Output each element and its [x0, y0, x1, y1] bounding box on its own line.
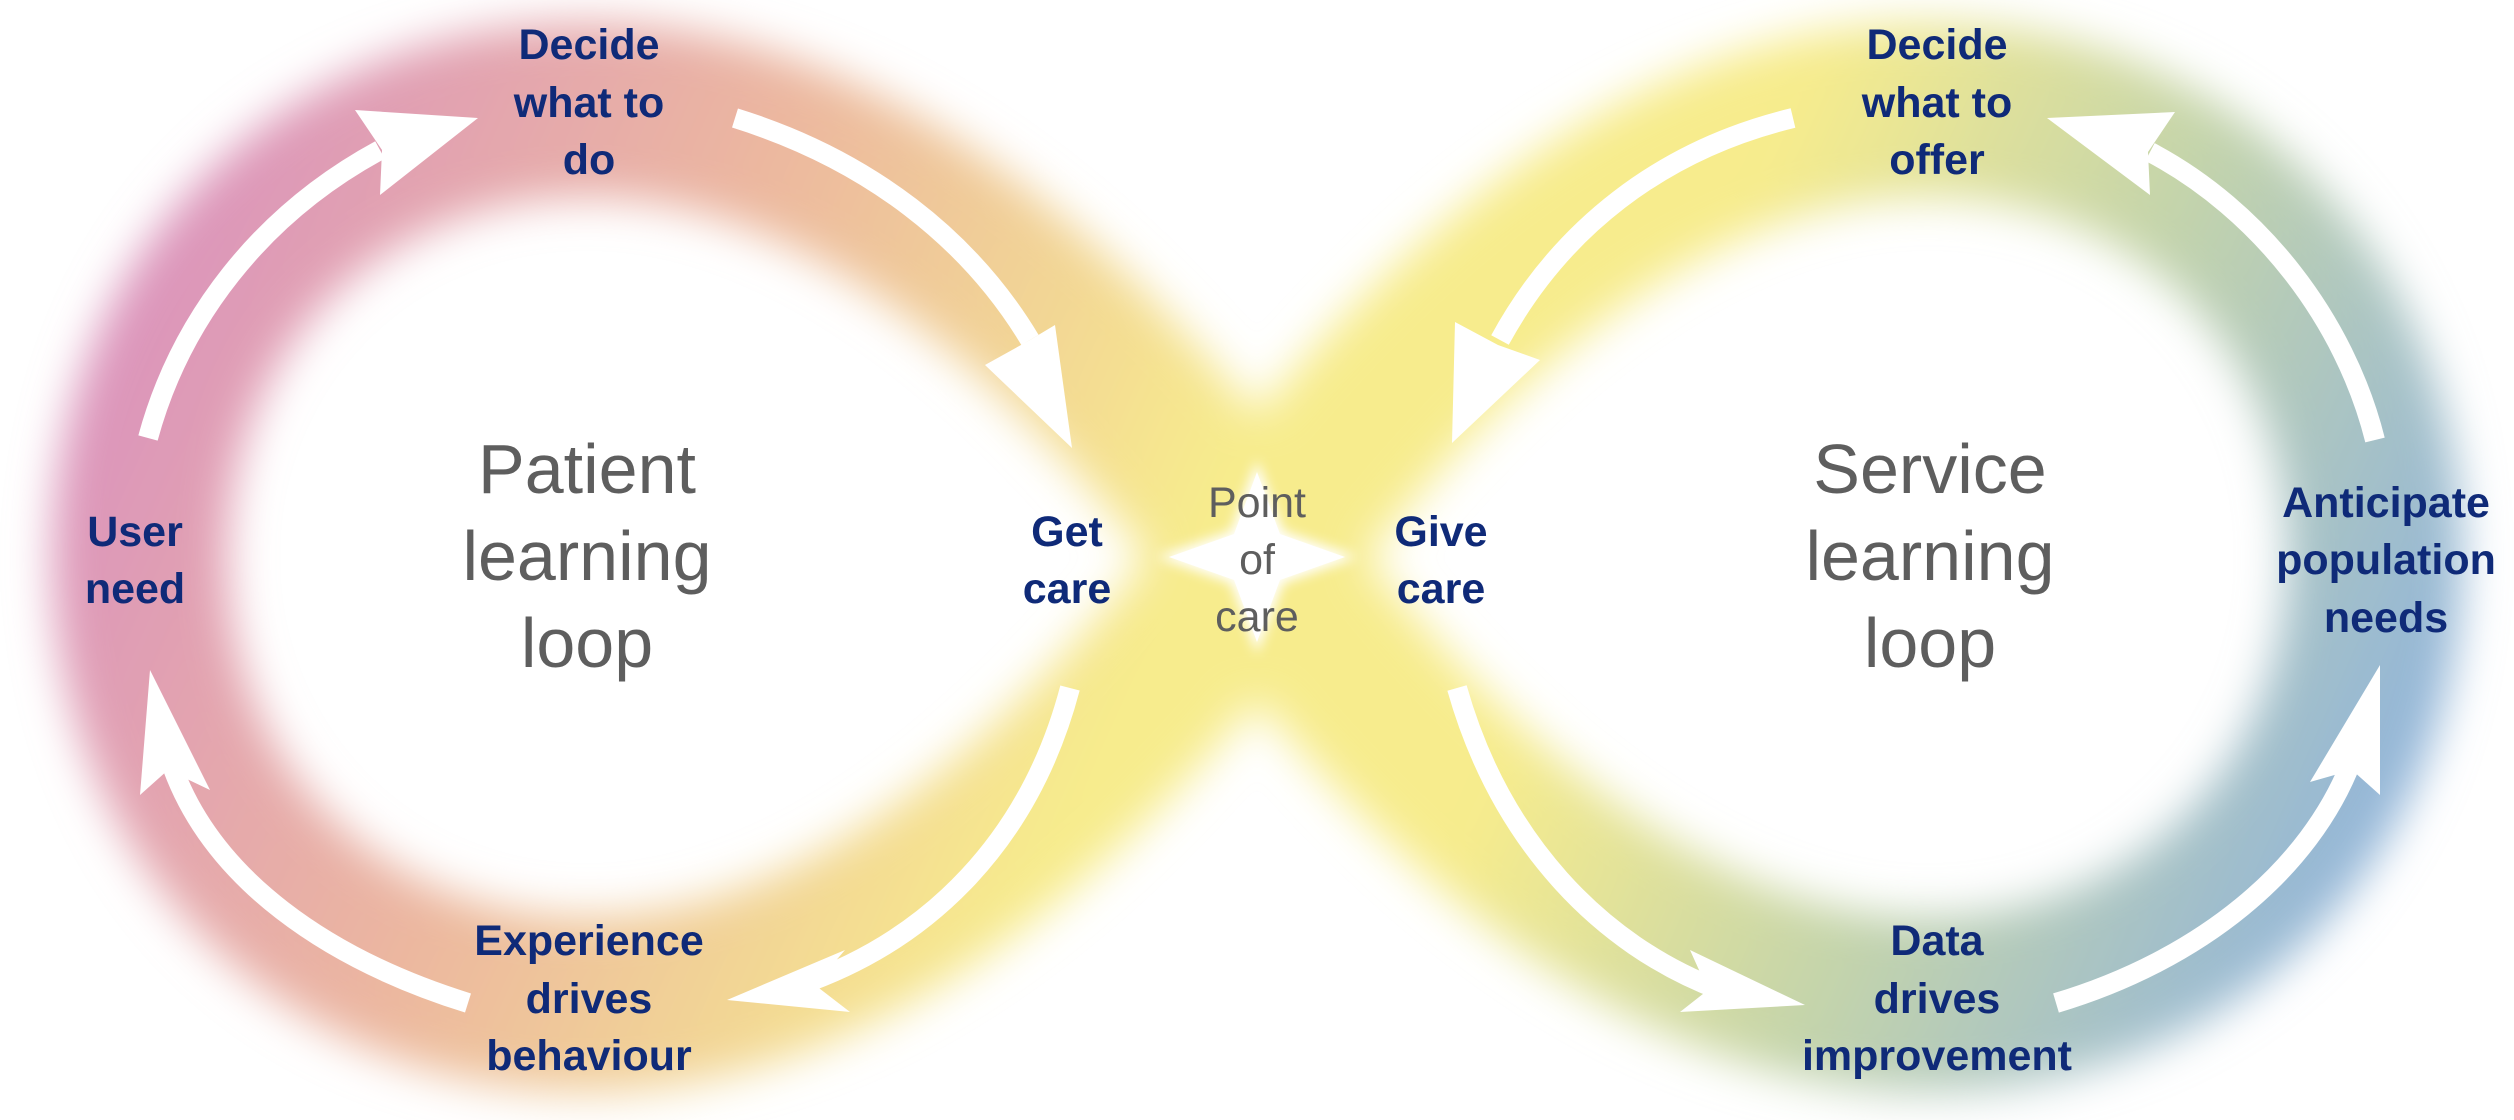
anticipate-line2: population [2276, 536, 2496, 584]
point-of-care-line2: of [1239, 536, 1276, 584]
label-user-need: User need [85, 508, 185, 613]
label-data-drives-improvement: Data drives improvement [1802, 917, 2072, 1080]
decide-offer-line3: offer [1889, 136, 1985, 184]
experience-line3: behaviour [486, 1032, 692, 1080]
arrow-get-care-to-experience [727, 685, 1080, 1012]
point-of-care-line3: care [1215, 593, 1299, 641]
data-line3: improvement [1802, 1032, 2072, 1080]
decide-do-line2: what to [513, 79, 664, 127]
service-learning-loop-title: Service learning loop [1805, 430, 2054, 682]
user-need-line2: need [85, 565, 185, 613]
arrow-decide-to-get-care [732, 108, 1072, 448]
arrow-user-need-to-decide [138, 110, 478, 441]
point-of-care-line1: Point [1208, 479, 1306, 527]
service-title-line2: learning [1805, 517, 2054, 595]
experience-line2: drives [526, 975, 653, 1023]
label-experience-drives-behaviour: Experience drives behaviour [474, 917, 703, 1080]
arrow-anticipate-to-decide [2047, 112, 2385, 443]
patient-title-line3: loop [521, 604, 653, 682]
service-title-line1: Service [1813, 430, 2046, 508]
anticipate-line1: Anticipate [2282, 479, 2490, 527]
label-decide-what-to-do: Decide what to do [513, 21, 664, 184]
user-need-line1: User [87, 508, 183, 556]
service-title-line3: loop [1864, 604, 1996, 682]
patient-title-line1: Patient [478, 430, 696, 508]
label-decide-what-to-offer: Decide what to offer [1861, 21, 2012, 184]
experience-line1: Experience [474, 917, 703, 965]
get-care-line1: Get [1031, 508, 1103, 556]
patient-title-line2: learning [462, 517, 711, 595]
decide-do-line1: Decide [518, 21, 659, 69]
arrow-decide-to-give-care [1452, 108, 1796, 443]
label-give-care: Give care [1394, 508, 1487, 613]
point-of-care-label: Point of care [1208, 479, 1306, 641]
arrow-data-to-anticipate [2053, 665, 2380, 1013]
get-care-line2: care [1023, 565, 1111, 613]
anticipate-line3: needs [2324, 594, 2448, 642]
give-care-line2: care [1397, 565, 1485, 613]
label-get-care: Get care [1023, 508, 1111, 613]
decide-offer-line1: Decide [1866, 21, 2007, 69]
patient-learning-loop-title: Patient learning loop [462, 430, 711, 682]
give-care-line1: Give [1394, 508, 1487, 556]
decide-offer-line2: what to [1861, 79, 2012, 127]
label-anticipate-population-needs: Anticipate population needs [2276, 479, 2496, 642]
arrow-give-care-to-data [1447, 685, 1805, 1012]
data-line1: Data [1890, 917, 1984, 965]
arrow-experience-to-user-need [140, 670, 471, 1013]
decide-do-line3: do [563, 136, 616, 184]
data-line2: drives [1874, 975, 2001, 1023]
